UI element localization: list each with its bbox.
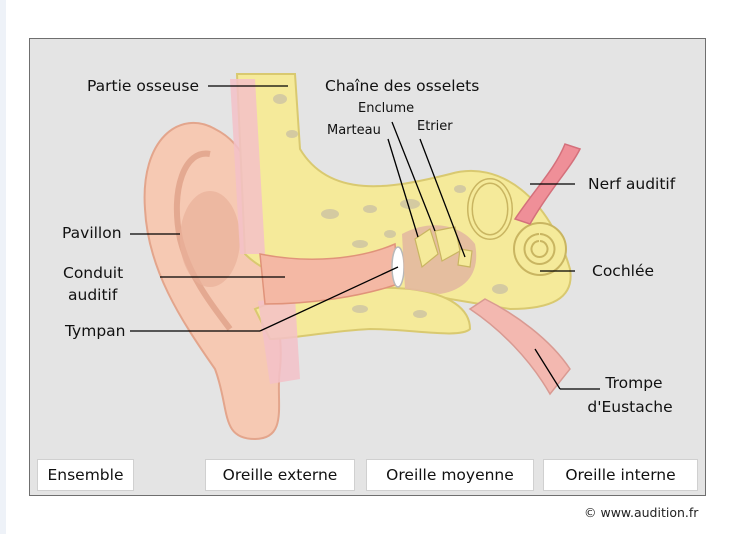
- diagram-panel: Partie osseuse Chaîne des osselets Enclu…: [29, 38, 706, 496]
- eustachian-tube: [468, 298, 571, 396]
- ossicle-shapes: [414, 228, 439, 269]
- label-trompe-line1: Trompe: [605, 374, 663, 392]
- oreille-externe-button[interactable]: Oreille externe: [205, 459, 355, 491]
- concha-shape: [180, 191, 240, 287]
- soft-tissue-upper: [230, 79, 265, 254]
- oreille-moyenne-button[interactable]: Oreille moyenne: [366, 459, 534, 491]
- oreille-interne-button[interactable]: Oreille interne: [543, 459, 698, 491]
- cochlea-shape: [513, 222, 567, 276]
- label-conduit-line1: Conduit: [63, 264, 124, 282]
- leader-lines: [130, 85, 600, 390]
- ensemble-button[interactable]: Ensemble: [37, 459, 134, 491]
- label-nerf-auditif: Nerf auditif: [588, 175, 676, 193]
- label-marteau: Marteau: [327, 123, 381, 138]
- label-partie-osseuse: Partie osseuse: [87, 77, 199, 95]
- left-edge-strip: [0, 0, 6, 534]
- label-tympan: Tympan: [65, 322, 126, 340]
- label-pavillon: Pavillon: [62, 224, 122, 242]
- label-etrier: Etrier: [417, 119, 453, 134]
- label-cochlee: Cochlée: [592, 262, 655, 280]
- label-chaine-osselets: Chaîne des osselets: [325, 77, 480, 95]
- label-trompe-line2: d'Eustache: [587, 398, 673, 416]
- ear-illustration: [130, 73, 600, 441]
- copyright-text: © www.audition.fr: [584, 505, 699, 520]
- label-enclume: Enclume: [358, 101, 415, 116]
- soft-tissue-lower: [258, 297, 300, 384]
- label-conduit-line2: auditif: [68, 286, 118, 304]
